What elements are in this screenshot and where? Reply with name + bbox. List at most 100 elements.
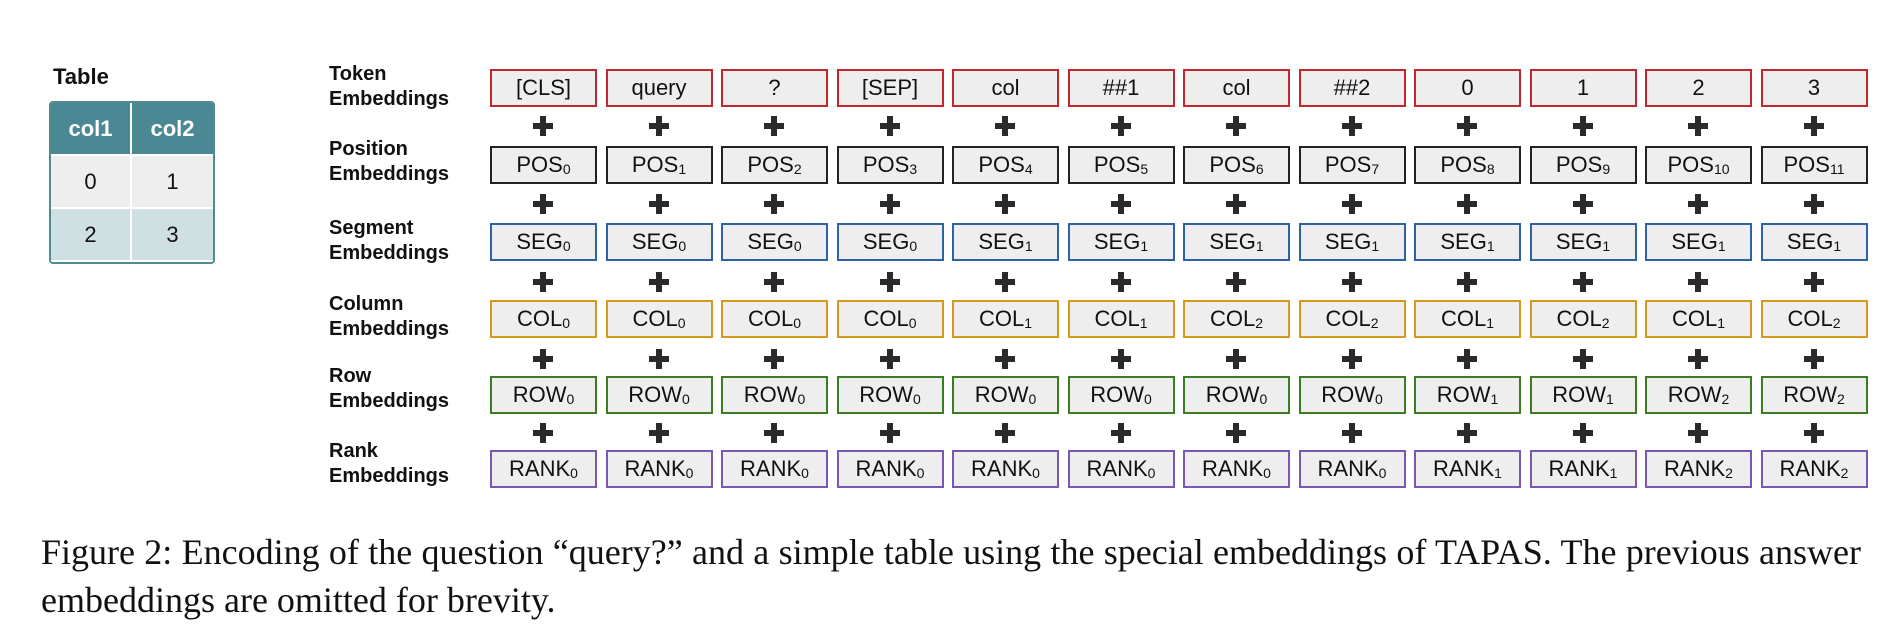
token-embedding-box: 1 (1529, 69, 1637, 107)
plus-icon (1226, 116, 1246, 136)
plus-icon (1457, 116, 1477, 136)
plus-icon (1110, 194, 1131, 214)
plus-icon (879, 194, 900, 214)
plus-icon (533, 116, 553, 136)
plus-icon (879, 116, 900, 136)
token-embeddings-label: Token Embeddings (329, 63, 450, 110)
plus-icon (648, 423, 669, 443)
table-header-col2: col2 (132, 103, 213, 156)
plus-icon (1457, 194, 1477, 214)
plus-icon (1688, 349, 1708, 369)
plus-icon (1226, 349, 1246, 369)
plus-icon (1803, 194, 1824, 214)
token-embedding-box: 3 (1760, 69, 1868, 107)
plus-icon (1110, 272, 1131, 292)
plus-icon (1226, 194, 1246, 214)
plus-icon (995, 272, 1015, 292)
plus-icon (1572, 194, 1593, 214)
table-cell: 3 (132, 209, 213, 262)
plus-icon (879, 349, 900, 369)
plus-icon (1688, 194, 1708, 214)
token-embedding-box: ##1 (1067, 69, 1175, 107)
plus-icon (533, 194, 553, 214)
position-embeddings-label: Position Embeddings (329, 138, 450, 185)
plus-icon (533, 423, 553, 443)
plus-icon (995, 116, 1015, 136)
plus-icon (1457, 349, 1477, 369)
plus-icon (1803, 116, 1824, 136)
plus-icon (648, 349, 669, 369)
plus-icon (1457, 423, 1477, 443)
table-cell: 1 (132, 156, 213, 209)
plus-icon (1110, 423, 1131, 443)
plus-icon (1688, 423, 1708, 443)
plus-icon (1688, 272, 1708, 292)
table-cell: 0 (51, 156, 132, 209)
plus-icon (1341, 116, 1362, 136)
plus-icon (1110, 116, 1131, 136)
plus-icon (1572, 423, 1593, 443)
plus-icon (764, 116, 784, 136)
plus-icon (879, 272, 900, 292)
plus-icon (648, 116, 669, 136)
plus-icon (1341, 423, 1362, 443)
row-embeddings-label: Row Embeddings (329, 365, 450, 412)
plus-icon (1803, 349, 1824, 369)
plus-icon (995, 349, 1015, 369)
token-embedding-box: col (952, 69, 1059, 107)
segment-embeddings-label: Segment Embeddings (329, 217, 450, 264)
plus-icon (764, 349, 784, 369)
plus-icon (533, 272, 553, 292)
plus-icon (1341, 272, 1362, 292)
token-embedding-box: [SEP] (836, 69, 944, 107)
plus-icon (764, 194, 784, 214)
plus-icon (879, 423, 900, 443)
plus-icon (764, 272, 784, 292)
plus-icon (1572, 116, 1593, 136)
plus-icon (1341, 349, 1362, 369)
plus-icon (1803, 272, 1824, 292)
plus-icon (1572, 272, 1593, 292)
plus-icon (1457, 272, 1477, 292)
